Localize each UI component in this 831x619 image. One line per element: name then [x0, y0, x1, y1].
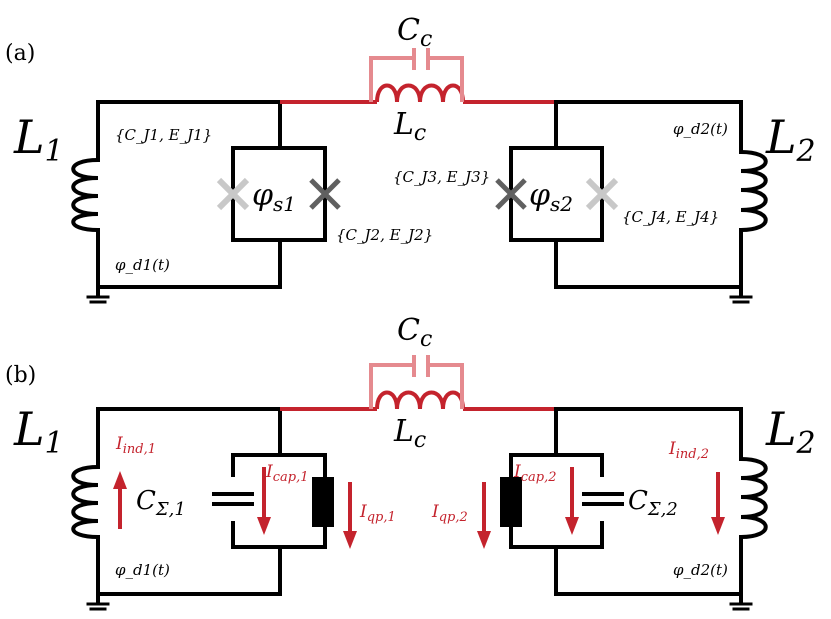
current-ind2-label: Iind,2 — [668, 439, 709, 462]
panel-b: (b) — [5, 313, 816, 611]
coupler-capacitor-label-b: Cc — [397, 313, 432, 352]
current-qp1-label: Iqp,1 — [359, 502, 396, 525]
capacitor-c-sigma2-icon — [582, 477, 624, 521]
coupler-inductor-label-b: Lc — [393, 414, 426, 453]
drive-phi-d2-label-b: φ_d2(t) — [673, 561, 728, 579]
capacitor-c-sigma1-icon — [212, 477, 254, 521]
current-ind1-label: Iind,1 — [115, 434, 156, 457]
junction-j3-params: {C_J3, E_J3} — [393, 168, 490, 186]
drive-phi-d2-label: φ_d2(t) — [673, 120, 728, 138]
quasiparticle-element-1-icon — [312, 477, 334, 527]
panel-b-label: (b) — [5, 363, 36, 388]
inductor-l2-label: L2 — [765, 110, 816, 169]
current-cap2-label: Icap,2 — [513, 462, 556, 485]
drive-phi-d1-label: φ_d1(t) — [115, 256, 170, 274]
current-cap1-label: Icap,1 — [265, 462, 308, 485]
junction-j2-params: {C_J2, E_J2} — [336, 226, 433, 244]
inductor-l1-label: L1 — [13, 110, 64, 169]
current-qp1-arrow-icon — [343, 482, 357, 549]
current-qp2-arrow-icon — [477, 482, 491, 549]
panel-a: (a) L1 L2 Lc Cc φs1 φs2 {C_J1, E_J1} {C_… — [5, 13, 816, 304]
phi-s1-label: φs1 — [252, 178, 296, 216]
junction-j1-params: {C_J1, E_J1} — [115, 126, 212, 144]
coupler-capacitor-label: Cc — [397, 13, 432, 52]
junction-j3-icon — [495, 178, 527, 210]
quasiparticle-element-2-icon — [500, 477, 522, 527]
current-ind2-arrow-icon — [711, 472, 725, 535]
inductor-l1-label-b: L1 — [13, 402, 64, 461]
junction-j4-params: {C_J4, E_J4} — [622, 208, 719, 226]
inductor-l2-label-b: L2 — [765, 402, 816, 461]
junction-j4-icon — [585, 177, 619, 211]
capacitor-c-sigma2-label: CΣ,2 — [628, 486, 678, 520]
current-ind1-arrow-icon — [113, 471, 127, 529]
current-cap1-arrow-icon — [257, 467, 271, 535]
phi-s2-label: φs2 — [529, 178, 573, 216]
coupler-inductor-label: Lc — [393, 107, 426, 146]
capacitor-c-sigma1-label: CΣ,1 — [136, 486, 186, 520]
junction-j1-icon — [216, 177, 250, 211]
current-qp2-label: Iqp,2 — [431, 502, 468, 525]
drive-phi-d1-label-b: φ_d1(t) — [115, 561, 170, 579]
junction-j2-icon — [309, 178, 341, 210]
current-cap2-arrow-icon — [565, 467, 579, 535]
panel-a-label: (a) — [5, 41, 35, 66]
